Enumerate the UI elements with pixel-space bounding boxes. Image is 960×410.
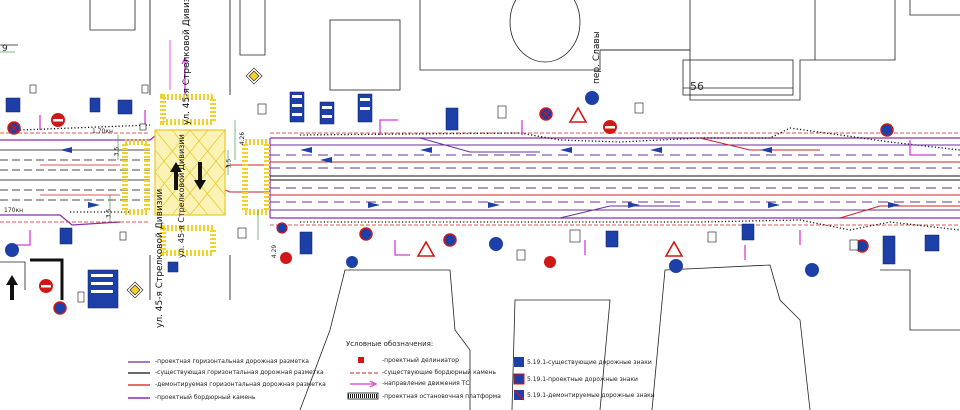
legend-sign-code: 5.19.1 (527, 359, 547, 366)
dimension-label: 170кн (4, 207, 23, 214)
dimension-label: 1.70кн (92, 128, 113, 135)
legend-sign-code: 5.19.1 (527, 376, 547, 383)
legend-item: -проектный делиниатор (382, 357, 459, 364)
legend-item: -существующая горизонтальная дорожная ра… (155, 369, 324, 376)
dimension-label: 4.26 (239, 131, 247, 146)
legend-item: -проектная остановочная платформа (382, 393, 501, 400)
legend-item: -проектный бордюрный камень (155, 394, 256, 401)
legend-title: Условные обозначения: (346, 340, 434, 348)
dimension-lines (0, 51, 259, 240)
traffic-arrows (6, 162, 206, 300)
legend-item: -демонтируемые дорожные знаки (546, 392, 655, 399)
street-label-per-slavy: пер. Славы (592, 31, 602, 84)
dimension-label: 4.29 (271, 244, 279, 259)
legend-item: -демонтируемая горизонтальная дорожная р… (155, 381, 326, 388)
crosswalks (122, 94, 270, 256)
legend-item: -существующие бордюрный камень (382, 369, 497, 376)
legend-sign-code: 5.19.1 (527, 392, 547, 399)
dimension-label: 3.5 (105, 208, 113, 219)
dimension-label: 3.5 (113, 146, 121, 157)
side-street-edges (149, 0, 231, 300)
existing-curbs (0, 132, 960, 226)
intersection-box (154, 129, 226, 216)
legend-item: -проектные дорожные знаки (546, 376, 638, 383)
street-label-vertical-top: ул. 45-я Стрелковой Дивизии (182, 0, 192, 125)
legend-samples (128, 357, 525, 401)
street-label-lane-side: ул. 45-я Стрелковой Дивизии (177, 134, 186, 258)
street-label-vertical-bottom: ул. 45-я Стрелковой Дивизии (155, 188, 165, 328)
legend-item: -существующие дорожные знаки (546, 359, 652, 366)
legend-item: -проектная горизонтальная дорожная разме… (155, 358, 309, 365)
dimension-label: 3.5 (225, 158, 233, 169)
delineators (19, 124, 960, 231)
road-signs (5, 67, 940, 315)
lane-arrows-blue (60, 147, 900, 208)
building-number: 56 (690, 80, 704, 93)
dimension-label: 9 (2, 44, 8, 54)
lane-markings-east (214, 137, 960, 219)
legend-item: -направление движения ТС (382, 380, 470, 387)
